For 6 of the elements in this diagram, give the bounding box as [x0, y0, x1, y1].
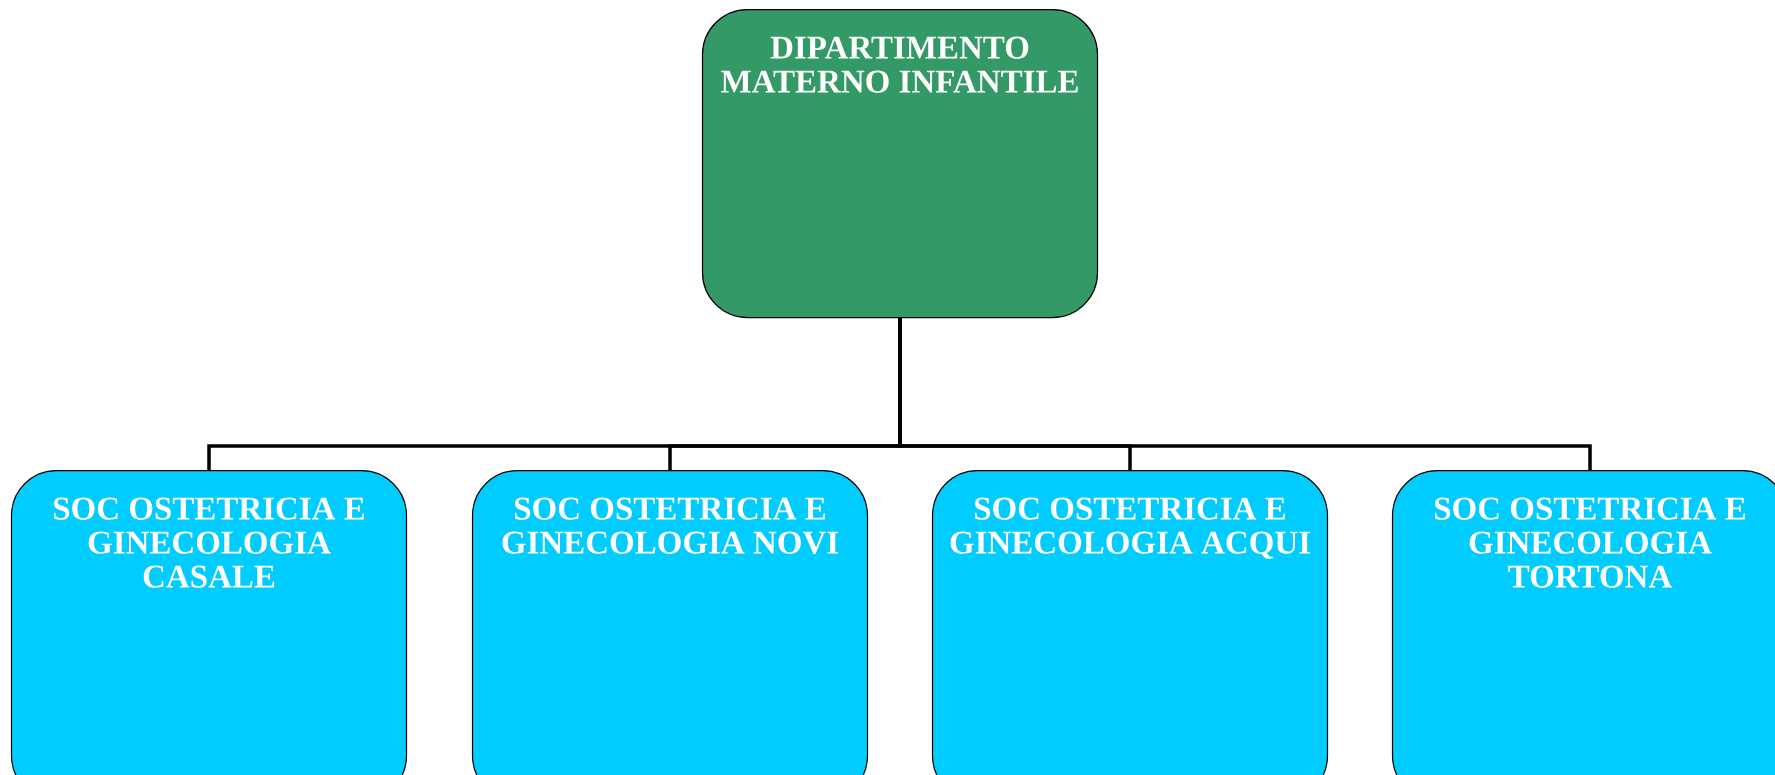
org-box: DIPARTIMENTO MATERNO INFANTILE	[701, 9, 1099, 319]
org-box: SOC OSTETRICIA E GINECOLOGIA TORTONA	[1391, 469, 1775, 775]
org-box: SOC OSTETRICIA E GINECOLOGIA NOVI	[471, 469, 869, 775]
org-box: SOC OSTETRICIA E GINECOLOGIA ACQUI	[931, 469, 1329, 775]
connector-line	[898, 318, 1592, 470]
org-box: SOC OSTETRICIA E GINECOLOGIA CASALE	[10, 469, 408, 775]
